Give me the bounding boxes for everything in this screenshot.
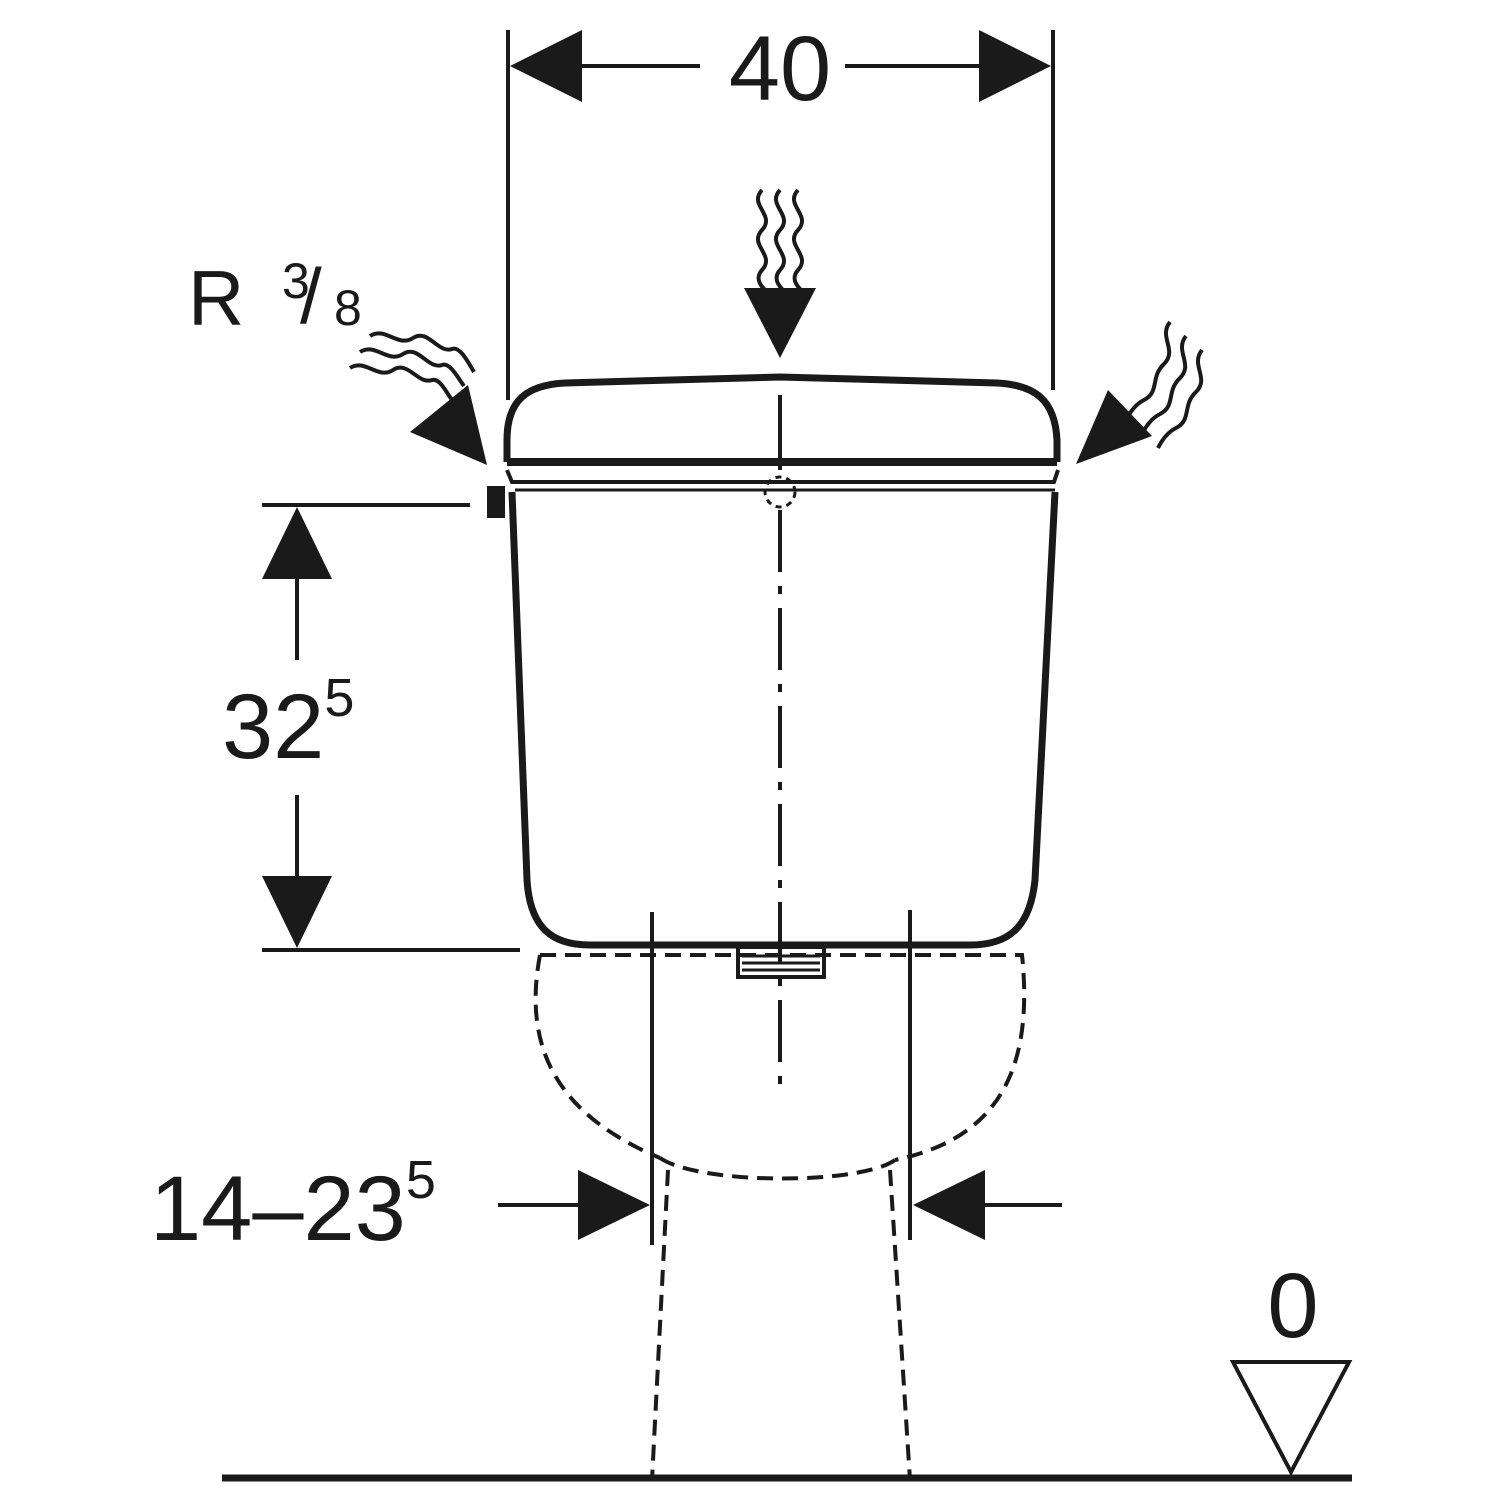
wc-pedestal-left [650,1169,670,1481]
floor-level-triangle-icon [1229,1360,1353,1477]
connection-fraction-numerator: 3 [282,253,310,309]
height-value-label: 325 [222,668,354,778]
wc-pedestal-right [888,1169,912,1481]
range-arrow-right [913,1170,985,1240]
height-dimension [262,503,520,952]
wc-trap-curve [658,1156,897,1181]
height-arrow-bottom [262,876,332,948]
width-dimension [506,30,1055,400]
floor-level-value: 0 [1267,1255,1318,1357]
height-arrow-top [262,507,332,579]
range-arrow-left [578,1170,650,1240]
float-valve-circle [763,475,797,509]
water-supply-right-icon [1076,320,1204,464]
lid-rim [505,469,1060,484]
width-arrow-right [979,30,1051,102]
range-value: 14–23 [150,1158,406,1260]
water-supply-left-icon [348,331,487,465]
width-arrow-left [510,30,582,102]
cistern-body [508,491,1059,949]
wc-bowl-outline [540,953,1027,1162]
connection-fraction-denominator: 8 [334,280,362,336]
height-superscript: 5 [324,668,354,728]
water-supply-top-icon [744,188,816,358]
wc-bowl-outline-left [533,954,661,1160]
connection-prefix: R [188,254,244,342]
connection-fraction-slash: / [300,252,322,340]
height-value: 32 [222,676,324,778]
cistern-lid [503,373,1061,462]
width-value: 40 [729,18,831,120]
range-superscript: 5 [406,1150,436,1210]
side-connection-stub [487,486,505,518]
connection-size-label: R 3 / 8 [188,252,362,342]
range-value-label: 14–235 [150,1150,436,1260]
